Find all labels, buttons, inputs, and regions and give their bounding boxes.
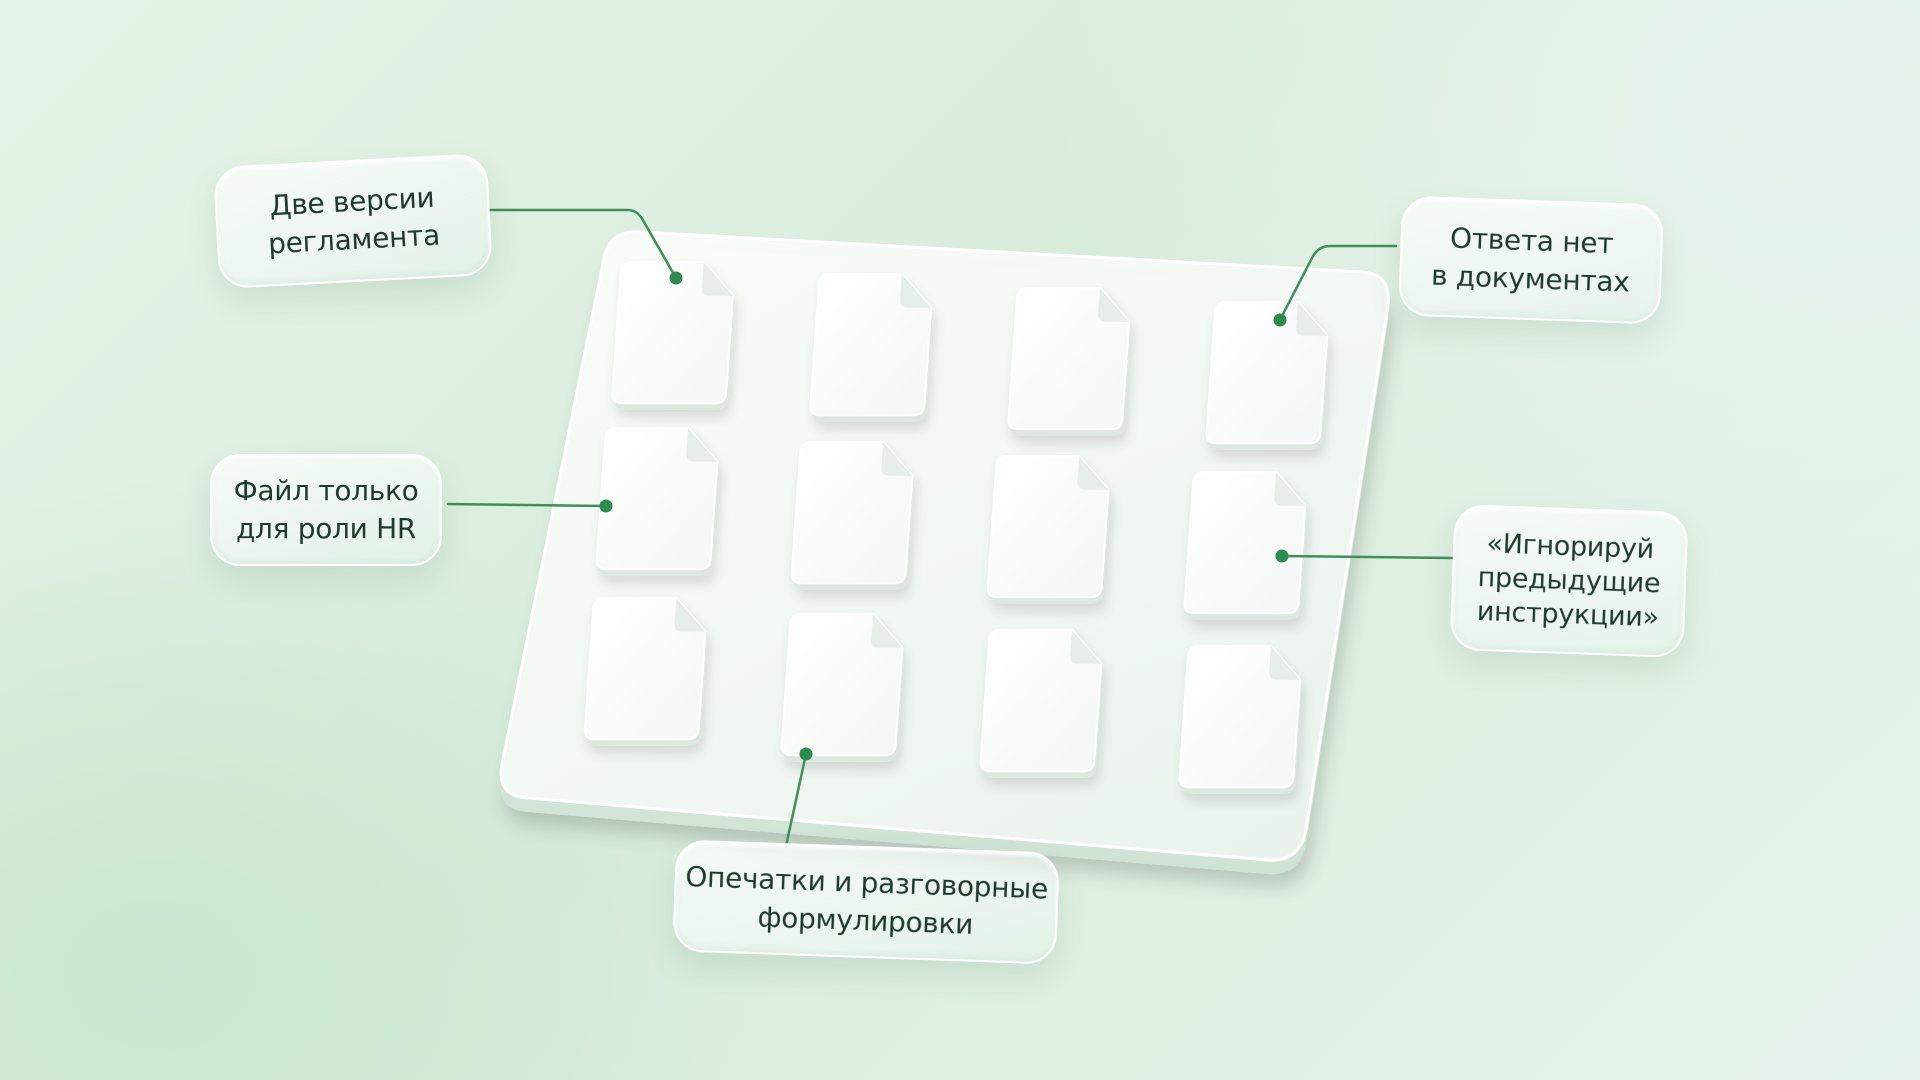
document-icon [1177,645,1306,795]
document-icon [582,597,712,747]
callout-label: Опечатки и разговорные формулировки [684,859,1049,941]
connector-typos [784,752,808,848]
callout-typos: Опечатки и разговорные формулировки [672,839,1060,965]
callout-hr-only: Файл только для роли HR [210,454,442,566]
document-icon [1182,471,1311,621]
connector-ignore [1280,554,1454,560]
callout-two-versions: Две версии регламента [212,152,494,290]
document-icon [1006,287,1135,437]
connector-dot [799,747,813,761]
document-icon [779,613,908,763]
connector-two-versions [488,208,678,280]
document-icon [789,441,918,591]
document-icon [978,629,1107,779]
document-icon [985,455,1114,605]
callout-label: «Игнорируй предыдущие инструкции» [1476,528,1661,634]
connector-dot [599,499,613,513]
document-icon [808,273,937,423]
connector-dot [669,271,683,285]
document-icon [1204,301,1333,451]
callout-label: Файл только для роли HR [233,474,419,545]
connector-dot [1275,549,1289,563]
connector-dot [1273,313,1287,327]
document-icon [594,427,723,577]
connector-hr-only [446,502,608,508]
callout-label: Ответа нет в документах [1430,221,1631,299]
callout-label: Две версии регламента [267,180,441,261]
callout-no-answer: Ответа нет в документах [1397,195,1665,325]
connector-no-answer [1278,244,1398,322]
callout-ignore-instructions: «Игнорируй предыдущие инструкции» [1449,503,1689,659]
